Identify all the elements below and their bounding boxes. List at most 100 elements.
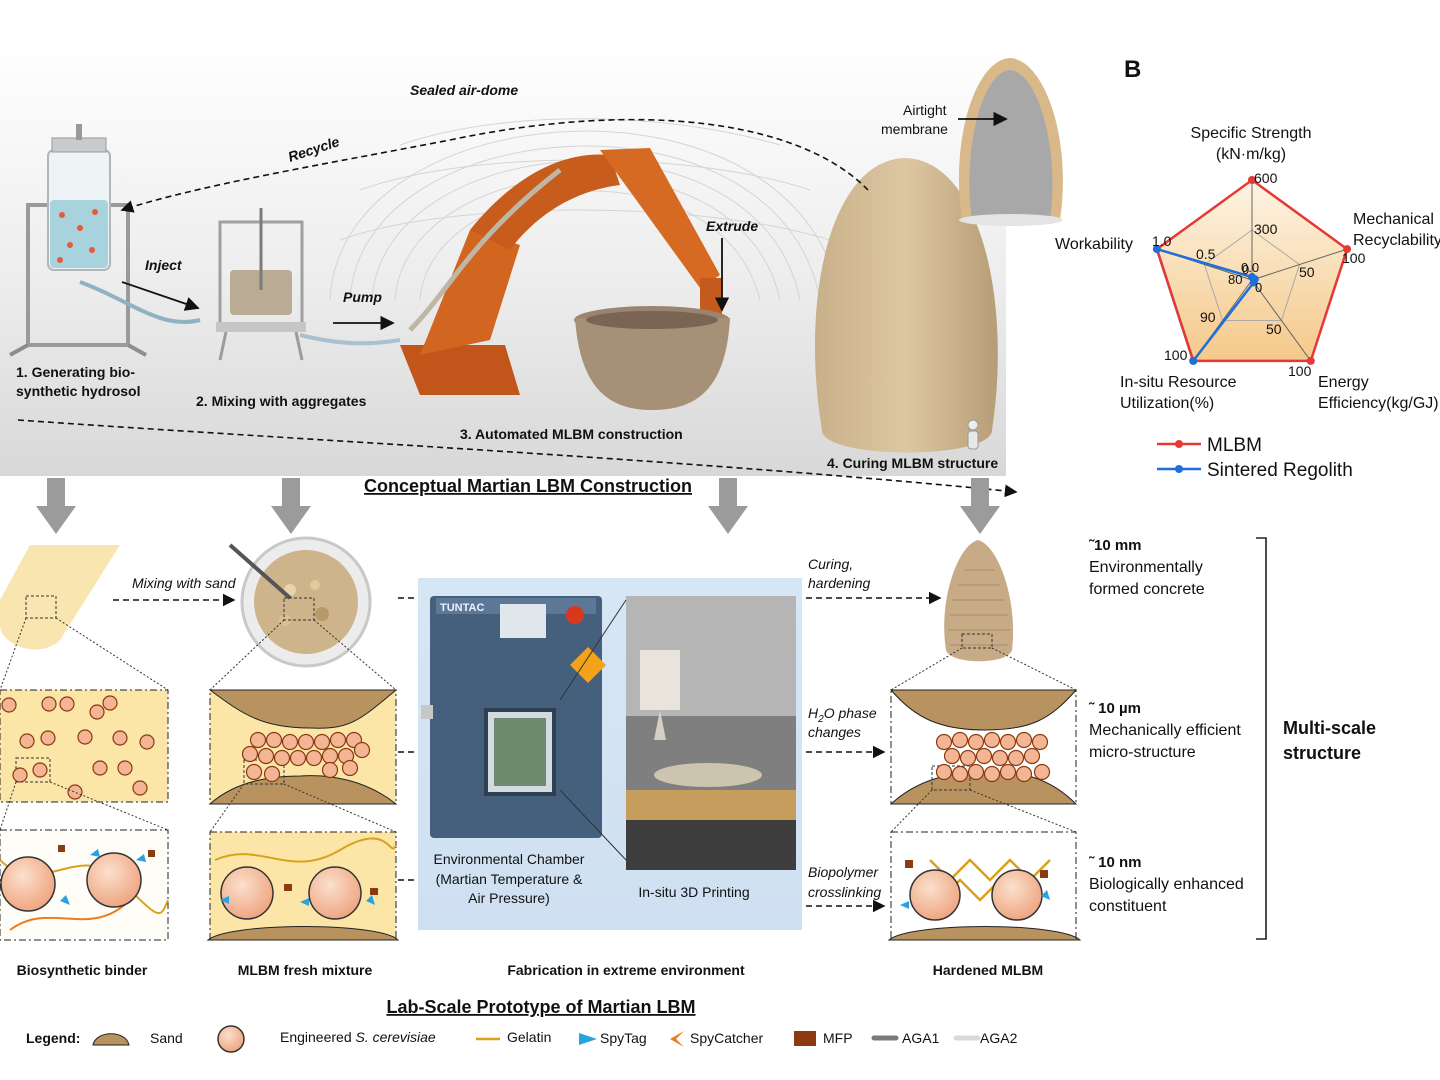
axis-label-energy-1: Energy (1318, 374, 1369, 391)
legend-mlbm-marker (1175, 440, 1183, 448)
shell-cutaway-icon (958, 58, 1063, 226)
legend-title: Legend: (26, 1030, 80, 1046)
scale-um-value: ˜ 10 µm (1088, 700, 1141, 717)
nano-cell (308, 866, 362, 920)
nano-cell (991, 869, 1043, 921)
yeast-cell (1031, 733, 1049, 751)
nano-cell (909, 869, 961, 921)
biopolymer-label-2: crosslinking (808, 884, 881, 900)
yeast-cell (117, 760, 133, 776)
yeast-cell (959, 749, 977, 767)
tick-wk-min: 0.0 (1241, 260, 1259, 275)
tick-ss-mid: 300 (1254, 221, 1278, 237)
yeast-cell (132, 780, 148, 796)
yeast-cell (329, 731, 347, 749)
lab-section-title: Lab-Scale Prototype of Martian LBM (386, 997, 695, 1017)
tick-mr-min: 0 (1255, 280, 1262, 295)
radar-point-mlbm (1343, 245, 1352, 254)
step4-label: 4. Curing MLBM structure (827, 455, 998, 471)
yeast-cell (1, 697, 17, 713)
scale-um-line1: Mechanically efficient (1089, 722, 1241, 739)
step1-label-line1: 1. Generating bio- (16, 364, 135, 380)
yeast-cell (975, 747, 993, 765)
radar-point-sintered-regolith (1152, 245, 1161, 254)
tick-ee-mid: 50 (1266, 321, 1282, 337)
timeline-dashed-arrow (17, 419, 1018, 498)
axis-label-energy-2: Efficiency(kg/GJ) (1318, 395, 1439, 412)
chamber-to-print-line (559, 789, 627, 861)
step2-label: 2. Mixing with aggregates (196, 393, 367, 409)
tick-isru-min: 80 (1228, 272, 1242, 287)
multi-scale-label-1: Multi-scale (1283, 718, 1376, 738)
step1-label-line2: synthetic hydrosol (16, 383, 140, 399)
yeast-cell (935, 763, 953, 781)
robot-arm-icon (400, 148, 722, 395)
conceptual-section-title: Conceptual Martian LBM Construction (364, 476, 692, 496)
curing-label-1: Curing, (808, 556, 853, 572)
series-mlbm-line (1155, 178, 1349, 363)
fresh-cells (241, 731, 371, 783)
yeast-cell (89, 704, 105, 720)
yeast-cell (245, 763, 263, 781)
yeast-cell (999, 733, 1017, 751)
yeast-cell (1023, 747, 1041, 765)
legend-mfp-label: MFP (823, 1030, 853, 1046)
radar-grid-ring (1203, 229, 1301, 321)
yeast-cell (983, 731, 1001, 749)
chamber-brand-text: TUNTAC (440, 602, 484, 614)
h2o-label-2: changes (808, 724, 861, 740)
yeast-cell (289, 749, 307, 767)
tick-ee-max: 100 (1288, 363, 1312, 379)
lab-scale-panel: Mixing with sand (0, 536, 1082, 1017)
printed-bowl-body (575, 318, 730, 410)
axis-label-specific-strength-2: (kN·m/kg) (1216, 146, 1286, 163)
hardened-nano (887, 831, 1082, 941)
egg-structure-icon (814, 158, 998, 453)
scale-annotations: ˜10 mm Environmentally formed concrete ˜… (1088, 537, 1376, 940)
axis-label-isru-1: In-situ Resource (1120, 374, 1237, 391)
hardened-microstructure (889, 689, 1078, 805)
yeast-cell (1015, 731, 1033, 749)
hardened-cone-icon (944, 540, 1014, 662)
binder-nano (0, 829, 169, 941)
tick-ss-min: 0 (1242, 262, 1249, 277)
scale-nm-line1: Biologically enhanced (1089, 876, 1244, 893)
axis-label-specific-strength-1: Specific Strength (1191, 125, 1312, 142)
mixing-with-sand-label: Mixing with sand (132, 575, 237, 591)
axis-label-mechanical-2: Recyclability (1353, 232, 1440, 249)
yeast-cell (249, 731, 267, 749)
legend-aga1-label: AGA1 (902, 1030, 940, 1046)
yeast-cell (241, 745, 259, 763)
yeast-cell (67, 784, 83, 800)
down-arrow-2 (271, 478, 311, 534)
mixer-icon (216, 208, 401, 361)
down-arrow-3 (708, 478, 748, 534)
yeast-cell (991, 749, 1009, 767)
axis-label-isru-2: Utilization(%) (1120, 395, 1214, 412)
yeast-cell (139, 734, 155, 750)
insitu-print-label: In-situ 3D Printing (638, 884, 749, 900)
yeast-cell (951, 731, 969, 749)
legend-sand-label: Sand (150, 1030, 183, 1046)
pump-label: Pump (343, 289, 382, 305)
binder-cells (1, 695, 155, 800)
tick-mr-max: 100 (1342, 250, 1366, 266)
h2o-label-prefix: H2O phase (808, 705, 877, 725)
col-title-fabrication: Fabrication in extreme environment (507, 962, 745, 978)
yeast-cell (19, 733, 35, 749)
binder-microstructure (0, 689, 169, 803)
legend-mlbm-label: MLBM (1207, 435, 1262, 456)
yeast-cell (967, 763, 985, 781)
astronaut-icon (967, 419, 979, 450)
yeast-cell (951, 765, 969, 783)
radar-axis-spoke (1251, 279, 1312, 362)
yeast-cell (112, 730, 128, 746)
step3-label: 3. Automated MLBM construction (460, 426, 683, 442)
recycle-arrow (120, 118, 869, 213)
figure-legend: Legend: Sand Engineered S. cerevisiae Ge… (26, 1025, 1018, 1053)
legend-spytag-label: SpyTag (600, 1030, 647, 1046)
yeast-cell (305, 749, 323, 767)
col-title-fresh: MLBM fresh mixture (238, 962, 373, 978)
yeast-cell (92, 760, 108, 776)
nano-cell (220, 866, 274, 920)
